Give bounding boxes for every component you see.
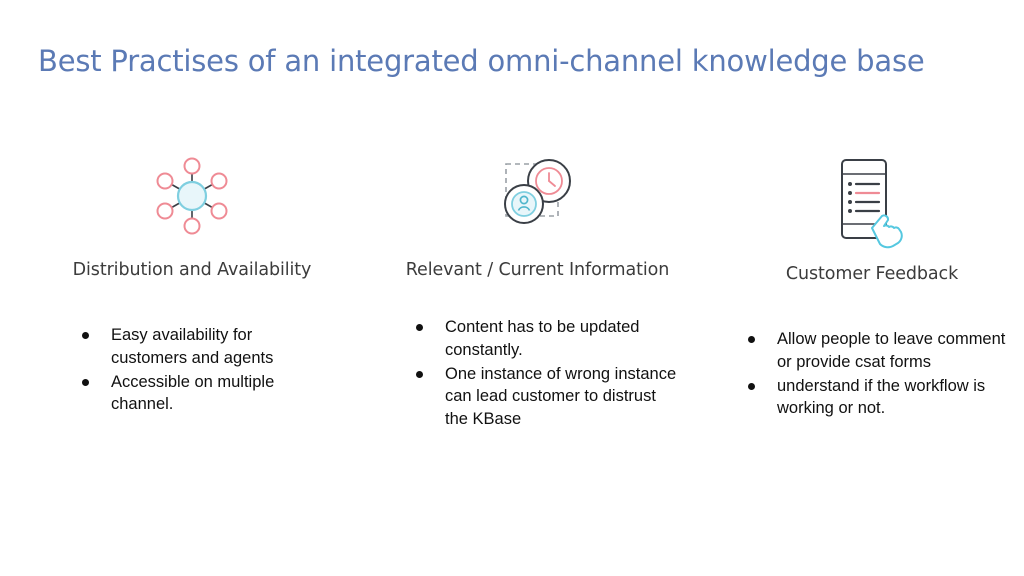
bullet-list: Easy availability for customers and agen… <box>68 324 308 416</box>
column-heading: Distribution and Availability <box>72 260 312 280</box>
phone-checklist-tap-icon <box>722 150 1022 250</box>
columns-container: Distribution and Availability Easy avail… <box>0 150 1024 530</box>
list-item: understand if the workflow is working or… <box>734 375 1014 421</box>
list-item: Easy availability for customers and agen… <box>68 324 308 370</box>
list-item: Accessible on multiple channel. <box>68 371 308 417</box>
list-item: Allow people to leave comment or provide… <box>734 328 1014 374</box>
clock-user-icon <box>380 150 695 242</box>
bullet-list: Allow people to leave comment or provide… <box>734 328 1014 420</box>
network-hub-icon <box>42 150 342 242</box>
page-title: Best Practises of an integrated omni-cha… <box>38 44 925 78</box>
column-heading: Customer Feedback <box>785 264 959 284</box>
column-distribution-and-availability: Distribution and Availability Easy avail… <box>42 150 342 417</box>
bullet-list: Content has to be updated constantly. On… <box>402 316 677 431</box>
column-heading: Relevant / Current Information <box>405 260 670 280</box>
list-item: Content has to be updated constantly. <box>402 316 677 362</box>
column-relevant-current-information: Relevant / Current Information Content h… <box>380 150 695 432</box>
column-customer-feedback: Customer Feedback Allow people to leave … <box>722 150 1022 421</box>
list-item: One instance of wrong instance can lead … <box>402 363 677 431</box>
